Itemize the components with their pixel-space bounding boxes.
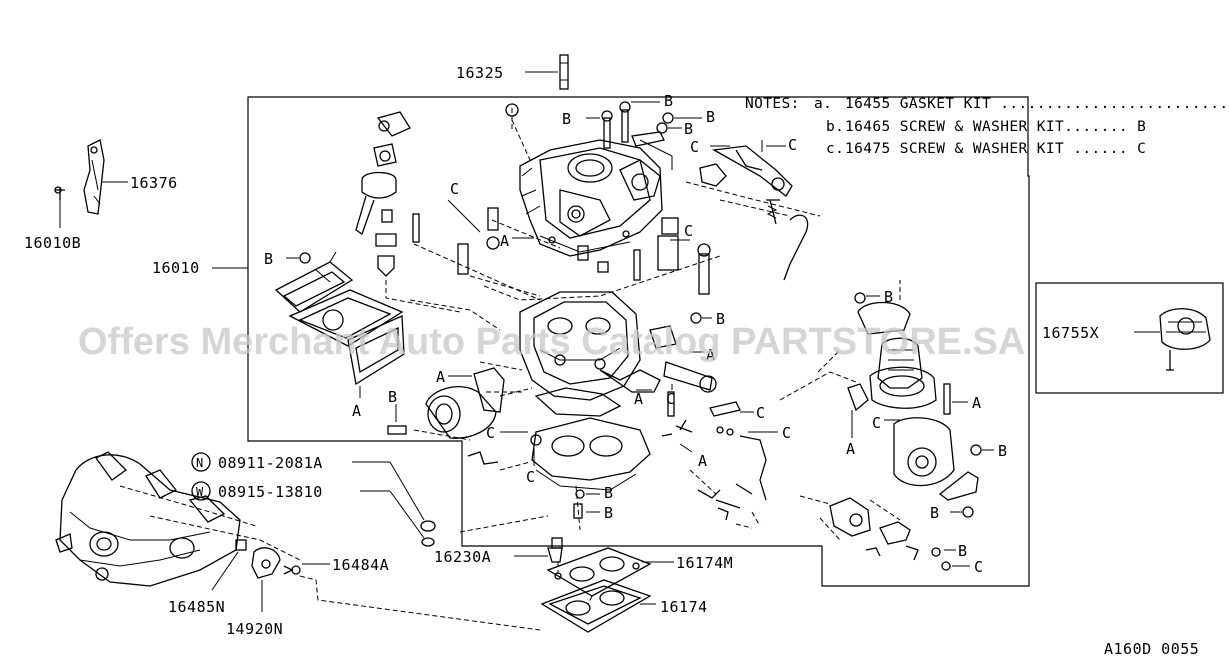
center-leaders: C A C B A (447, 180, 726, 364)
letter-b-13: B (958, 542, 968, 560)
letter-a-8: A (972, 394, 982, 412)
small-screws-center: C A C C (661, 384, 792, 529)
label-08915-13810: 08915-13810 (218, 483, 323, 501)
label-16484a: 16484A (332, 556, 389, 574)
letter-c-8: C (756, 404, 766, 422)
label-16230a: 16230A (434, 548, 491, 566)
label-16010b: 16010B (24, 234, 81, 252)
diaphragm-assembly: B A C A B B (779, 280, 1008, 522)
part-16755x: 16755X (1042, 308, 1211, 371)
note-letter-b: b. (826, 119, 844, 135)
letter-c-6: C (526, 468, 536, 486)
intake-manifold (55, 451, 301, 587)
letter-c-11: C (974, 558, 984, 576)
note-letter-a: a. (814, 96, 832, 112)
letter-b-2: B (562, 110, 572, 128)
letter-c-1: C (690, 138, 700, 156)
part-16325: 16325 (456, 54, 569, 90)
throttle-body: C C B B (459, 417, 651, 533)
letter-b-5: B (684, 120, 694, 138)
letter-a-4: A (634, 390, 644, 408)
letter-b-7: B (388, 388, 398, 406)
watermark: Offers Merchant Auto Parts Catalog PARTS… (78, 321, 1025, 363)
choke-parts-stack (355, 111, 461, 313)
letter-c-9: C (782, 424, 792, 442)
letter-c-3: C (450, 180, 460, 198)
carburetor-main-body: A (479, 291, 717, 417)
note-gasket-kit: 16455 GASKET KIT .......................… (845, 96, 1229, 112)
letter-c-2: C (788, 136, 798, 154)
letter-c-10: C (872, 414, 882, 432)
label-16010: 16010 (152, 259, 200, 277)
letter-b-8: B (604, 484, 614, 502)
notes-header: NOTES: (745, 96, 800, 112)
circle-w: W (196, 485, 204, 499)
carburetor-top-body (519, 139, 663, 257)
letter-b-1: B (264, 250, 274, 268)
letter-a-5: A (436, 368, 446, 386)
letter-b-4: B (706, 108, 716, 126)
note-screw-washer-c: 16475 SCREW & WASHER KIT ...... C (845, 141, 1146, 157)
inset-box-16755x (1035, 282, 1224, 394)
label-16376: 16376 (130, 174, 178, 192)
label-14920n: 14920N (226, 620, 283, 638)
drawing-code: A160D 0055 (1104, 640, 1199, 658)
notes-block: NOTES: a. 16455 GASKET KIT .............… (745, 96, 1229, 157)
note-letter-c: c. (826, 141, 844, 157)
letter-a-2: A (500, 232, 510, 250)
label-16325: 16325 (456, 64, 504, 82)
note-screw-washer-b: 16465 SCREW & WASHER KIT....... B (845, 119, 1146, 135)
letter-a-1: A (352, 402, 362, 420)
letter-b-12: B (930, 504, 940, 522)
circle-n: N (196, 456, 204, 470)
float-bowl-left: A B (387, 367, 533, 441)
part-16376: 16376 16010B (24, 139, 178, 252)
letter-c-5: C (486, 424, 496, 442)
choke-lever: C C (685, 136, 821, 281)
insulator-gaskets: 16230A 16174M 16174 (434, 537, 733, 633)
bolt-callouts: N 08911-2081A W 08915-13810 (191, 452, 436, 547)
letter-a-3: A (706, 346, 716, 364)
letter-a-6: A (698, 452, 708, 470)
air-horn-gasket-plates: B A (264, 250, 405, 420)
parts-16485n-14920n: 16485N 14920N 16484A (168, 539, 541, 638)
center-screws (409, 103, 721, 331)
letter-a-7: A (846, 440, 856, 458)
label-16174: 16174 (660, 598, 708, 616)
top-screws: B B B B (562, 92, 716, 170)
label-16755x: 16755X (1042, 324, 1099, 342)
letter-b-3: B (664, 92, 674, 110)
letter-c-7: C (666, 390, 676, 408)
label-16174m: 16174M (676, 554, 733, 572)
lower-right-linkage: B C (799, 495, 984, 576)
letter-b-10: B (884, 288, 894, 306)
letter-b-6: B (716, 310, 726, 328)
label-08911-2081a: 08911-2081A (218, 454, 323, 472)
label-16485n: 16485N (168, 598, 225, 616)
assembly-frame (247, 96, 1030, 587)
letter-b-11: B (998, 442, 1008, 460)
letter-c-4: C (684, 222, 694, 240)
letter-b-9: B (604, 504, 614, 522)
